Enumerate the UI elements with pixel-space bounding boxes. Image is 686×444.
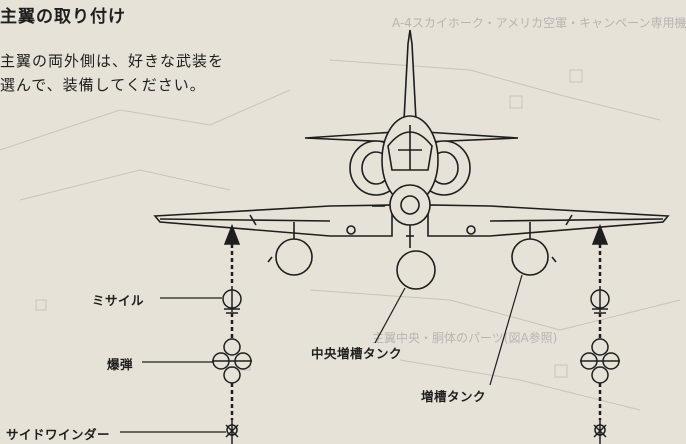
left-drop-tank [275,238,313,276]
drop-tank-label: 増槽タンク [421,389,487,404]
left-weapon-options [120,223,252,444]
sidewinder-icon [593,420,607,444]
drop-tanks [267,222,557,290]
instruction-line-2: 選んで、装備してください。 [0,76,206,94]
sidewinder-label: サイドワインダー [6,427,111,442]
missile-icon [222,286,242,314]
missile-icon [590,286,610,314]
missile-label: ミサイル [92,293,145,308]
background-caption-top: A-4スカイホーク・アメリカ空軍・キャンペーン専用機 [392,16,686,30]
bomb-cluster-icon [212,338,252,384]
center-tank-leader [374,287,406,344]
right-drop-tank [511,238,549,276]
background-caption-mid: 主翼中央・胴体のパーツ(図A参照) [372,331,558,345]
instruction-line-1: 主翼の両外側は、好きな武装を [0,52,225,70]
drop-tank-leader [489,274,523,386]
section-title: 主翼の取り付け [0,7,126,27]
center-drop-tank [396,250,436,290]
bomb-label: 爆弾 [107,357,134,372]
right-weapon-options [580,223,620,444]
wing [153,204,670,237]
bomb-cluster-icon [580,338,620,384]
right-arrow-head [591,223,609,245]
center-drop-tank-label: 中央増槽タンク [311,346,403,361]
sidewinder-icon [225,420,239,444]
fuselage [349,115,471,248]
